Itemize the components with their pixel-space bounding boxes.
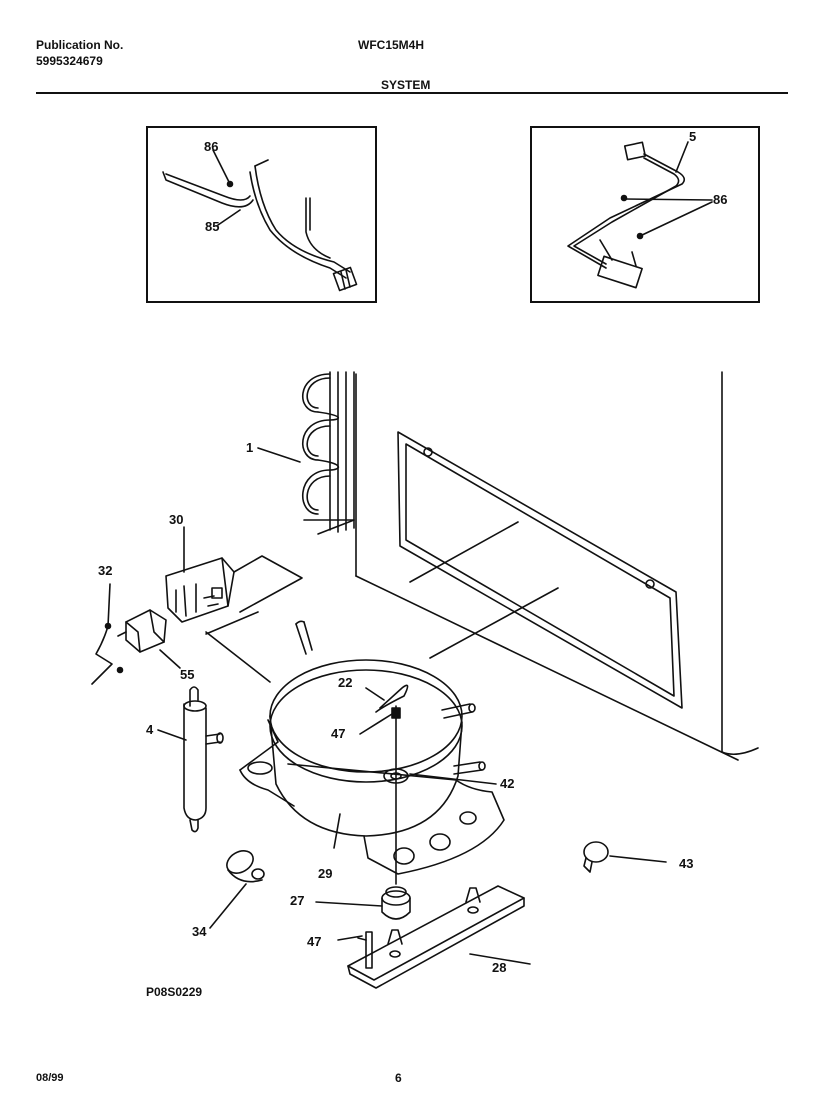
publication-label: Publication No. (36, 38, 124, 52)
inset-wiring-harness (146, 126, 377, 303)
drawing-id: P08S0229 (146, 985, 203, 999)
callout-32: 32 (98, 563, 113, 578)
footer-date: 08/99 (36, 1072, 64, 1084)
header-rule (36, 92, 788, 94)
callout-inset-5: 5 (689, 129, 697, 144)
callout-28: 28 (492, 960, 507, 975)
condenser-drawing (257, 371, 355, 535)
callout-27: 27 (290, 893, 305, 908)
mounting-rail-drawing (347, 885, 531, 989)
callout-30: 30 (169, 512, 184, 527)
cabinet-drawing (355, 371, 759, 761)
callout-55: 55 (180, 667, 195, 682)
callout-inset-85: 85 (205, 219, 220, 234)
callout-47-top: 47 (331, 726, 346, 741)
heater-wire-drawing (567, 141, 713, 289)
section-title: SYSTEM (381, 78, 431, 92)
callout-22: 22 (338, 675, 353, 690)
grommet-drawing (315, 886, 411, 920)
page-number: 6 (395, 1071, 402, 1085)
model-number: WFC15M4H (358, 38, 425, 52)
publication-number: 5995324679 (36, 54, 103, 68)
compressor-drawing (205, 620, 505, 885)
clip-drawing (583, 841, 667, 873)
cap-drawing (209, 850, 265, 929)
callout-34: 34 (192, 924, 207, 939)
callout-43: 43 (679, 856, 694, 871)
drier-drawing (157, 686, 224, 833)
callout-1: 1 (246, 440, 254, 455)
inset-heater-wire (530, 126, 760, 303)
callout-47-bottom: 47 (307, 934, 322, 949)
relay-drawing (165, 526, 303, 635)
callout-4: 4 (146, 722, 154, 737)
callout-inset-86-right: 86 (713, 192, 728, 207)
callout-inset-86-left: 86 (204, 139, 219, 154)
wiring-harness-drawing (162, 149, 358, 292)
capacitor-drawing (91, 583, 181, 685)
callout-29: 29 (318, 866, 333, 881)
callout-42: 42 (500, 776, 515, 791)
